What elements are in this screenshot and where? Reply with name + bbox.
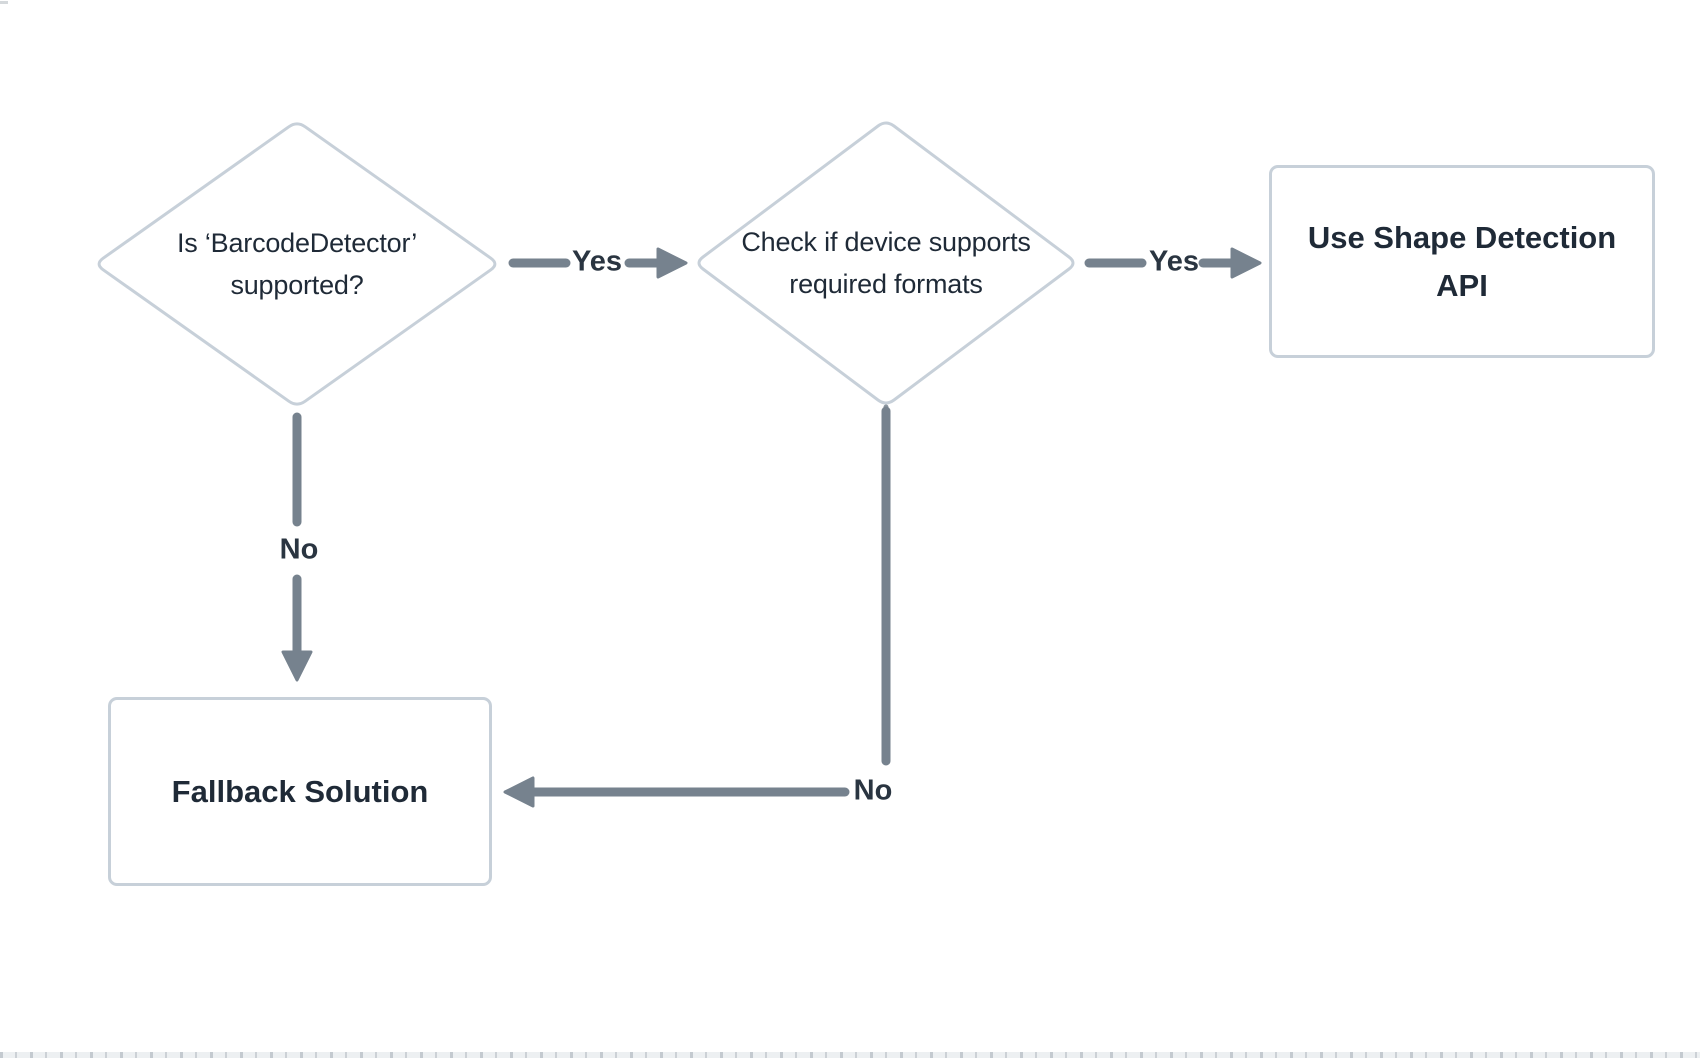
decision-diamond-barcode-shape — [97, 122, 497, 406]
top-left-artifact — [0, 1, 8, 4]
edge-yes-1-arrowhead — [656, 247, 688, 279]
process-box-fallback-solution: Fallback Solution — [108, 697, 492, 886]
decision-label-line1: Is ‘BarcodeDetector’ — [176, 228, 418, 258]
edge-label-no-1: No — [279, 533, 319, 566]
process-box-use-shape-detection-api: Use Shape Detection API — [1269, 165, 1655, 358]
decision-label-line1: Check if device supports — [741, 227, 1031, 257]
process-box-label: Fallback Solution — [171, 773, 429, 809]
process-box-label-line1: Use Shape Detection — [1307, 219, 1617, 255]
decision-label-line2: required formats — [789, 269, 983, 299]
decision-label-barcode-supported: Is ‘BarcodeDetector’ supported? — [177, 222, 417, 306]
decision-label-line2: supported? — [230, 270, 364, 300]
process-box-label-line2: API — [1436, 267, 1488, 303]
edge-no-2-arrowhead — [503, 776, 535, 808]
edge-label-yes-2: Yes — [1149, 245, 1199, 278]
decision-diamond-formats-shape — [697, 121, 1075, 405]
decision-label-device-formats: Check if device supports required format… — [741, 221, 1031, 305]
bottom-ruler-strip — [0, 1052, 1700, 1058]
edge-label-no-2: No — [853, 774, 893, 807]
edge-yes-2-arrowhead — [1230, 247, 1262, 279]
edge-label-yes-1: Yes — [572, 245, 622, 278]
edge-no-1-arrowhead — [281, 650, 313, 682]
